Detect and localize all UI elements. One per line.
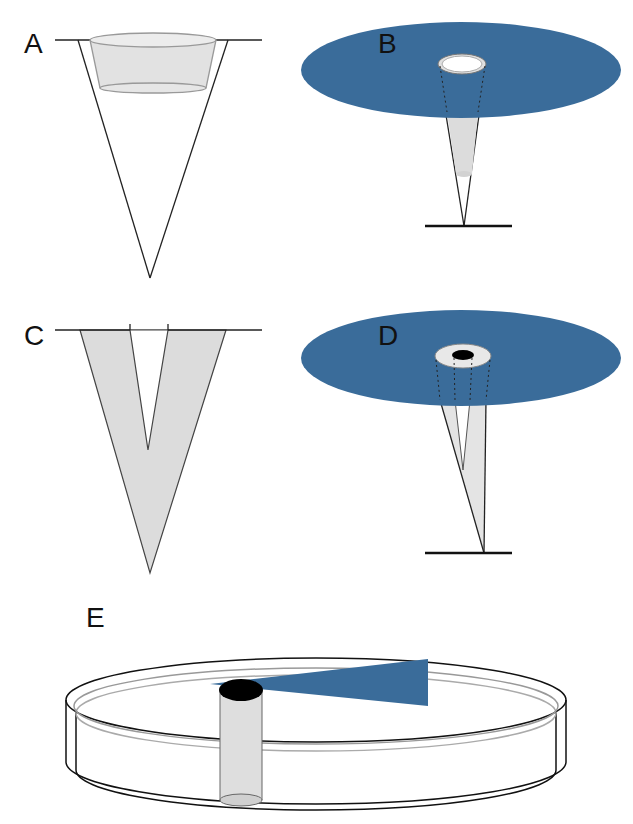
petri-dish	[66, 658, 566, 810]
panel-letter: B	[378, 30, 397, 58]
filled-cone-under-disc	[301, 310, 621, 553]
panel-letter: D	[378, 322, 398, 350]
cone-with-liquid	[55, 33, 262, 278]
panel-letter: E	[86, 604, 105, 632]
panel-letter: A	[24, 30, 43, 58]
panel-letter: C	[24, 322, 44, 350]
filled-cone-with-well	[55, 324, 262, 573]
cone-under-disc	[301, 22, 621, 226]
